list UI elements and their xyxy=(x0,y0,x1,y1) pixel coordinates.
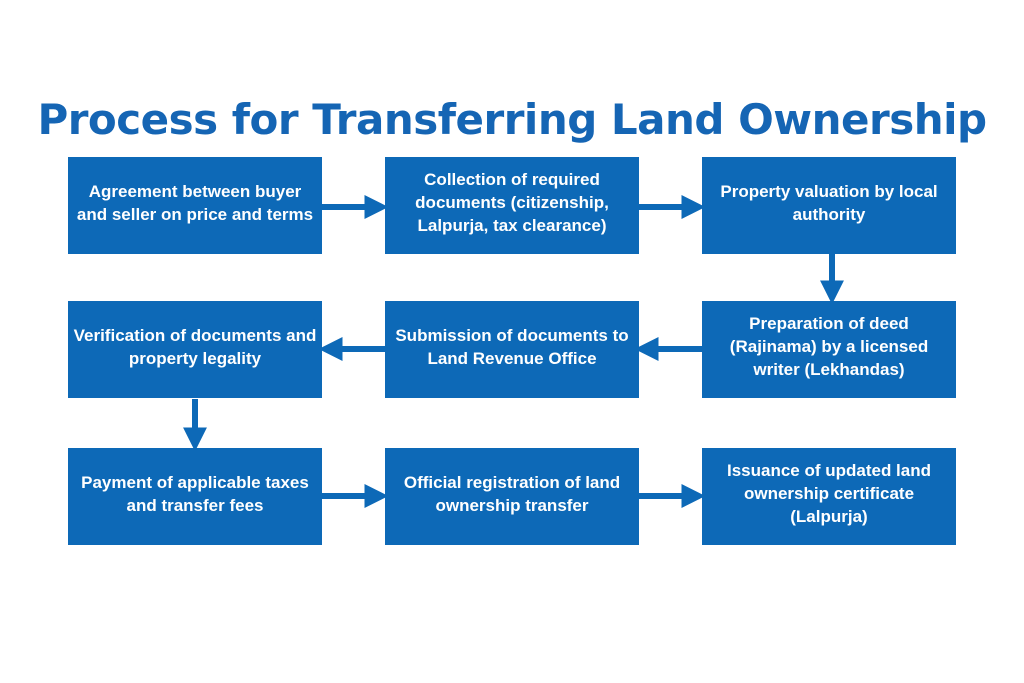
step-box-8: Official registration of land ownership … xyxy=(385,448,639,545)
step-label-4: Preparation of deed (Rajinama) by a lice… xyxy=(729,314,929,379)
step-label-2: Collection of required documents (citize… xyxy=(415,170,609,235)
step-label-1: Agreement between buyer and seller on pr… xyxy=(76,181,314,224)
step-label-9: Issuance of updated land ownership certi… xyxy=(726,461,932,526)
step-box-6: Verification of documents and property l… xyxy=(68,301,322,398)
step-box-3: Property valuation by local authority xyxy=(702,157,956,254)
step-box-1: Agreement between buyer and seller on pr… xyxy=(68,157,322,254)
step-label-5: Submission of documents to Land Revenue … xyxy=(395,325,629,368)
diagram-title: Process for Transferring Land Ownership xyxy=(37,95,987,144)
step-box-5: Submission of documents to Land Revenue … xyxy=(385,301,639,398)
step-box-7: Payment of applicable taxes and transfer… xyxy=(68,448,322,545)
step-box-4: Preparation of deed (Rajinama) by a lice… xyxy=(702,301,956,398)
step-label-7: Payment of applicable taxes and transfer… xyxy=(81,472,309,515)
step-label-8: Official registration of land ownership … xyxy=(403,472,621,515)
step-box-2: Collection of required documents (citize… xyxy=(385,157,639,254)
step-label-6: Verification of documents and property l… xyxy=(73,325,317,368)
step-label-3: Property valuation by local authority xyxy=(720,181,938,224)
step-box-9: Issuance of updated land ownership certi… xyxy=(702,448,956,545)
